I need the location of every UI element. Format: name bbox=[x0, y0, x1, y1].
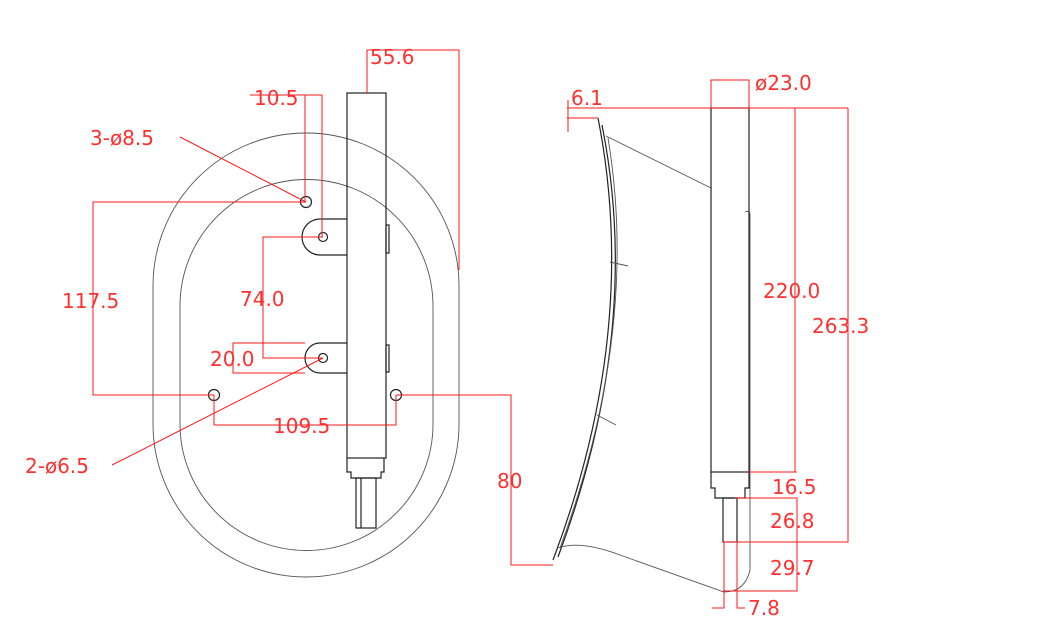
inner-shell-outline bbox=[179, 179, 434, 551]
leader-3-holes bbox=[179, 136, 307, 203]
dim-line-7-8 bbox=[712, 542, 745, 609]
dim-117-5: 117.5 bbox=[62, 289, 119, 313]
side-cable-stem bbox=[722, 497, 738, 543]
horn-bottom-edge bbox=[557, 210, 751, 593]
dim-line-263-3 bbox=[723, 108, 849, 543]
bar-clip-upper bbox=[385, 224, 390, 254]
dim-20-0: 20.0 bbox=[210, 347, 255, 371]
horn-outer-curve bbox=[552, 117, 613, 561]
side-dimensions: ø23.0 6.1 220.0 263.3 16.5 26.8 29.7 7.8 bbox=[567, 71, 869, 620]
label-2-holes: 2-ø6.5 bbox=[25, 454, 89, 478]
dim-80: 80 bbox=[497, 469, 522, 493]
leader-2-holes bbox=[111, 357, 324, 466]
horn-inner-curve bbox=[559, 137, 618, 549]
dim-line-10-5 bbox=[250, 94, 323, 237]
dim-16-5: 16.5 bbox=[772, 475, 817, 499]
dim-line-23-0 bbox=[710, 79, 750, 108]
dim-263-3: 263.3 bbox=[812, 314, 869, 338]
dim-55-6: 55.6 bbox=[370, 45, 415, 69]
dim-74-0: 74.0 bbox=[240, 287, 285, 311]
dim-23-0: ø23.0 bbox=[755, 71, 812, 95]
outer-shell-outline bbox=[152, 132, 460, 578]
dim-26-8: 26.8 bbox=[770, 509, 815, 533]
dim-line-74-0 bbox=[262, 236, 323, 359]
dim-6-1: 6.1 bbox=[571, 86, 603, 110]
dim-29-7: 29.7 bbox=[770, 556, 815, 580]
mount-bar bbox=[346, 92, 387, 459]
horn-top-edge bbox=[605, 135, 712, 189]
dim-line-26-8-29-7 bbox=[723, 497, 798, 592]
dim-line-117-5 bbox=[92, 201, 306, 396]
horn-ribs bbox=[596, 261, 629, 426]
side-view bbox=[552, 107, 751, 593]
cable-stem bbox=[355, 477, 377, 529]
dim-line-55-6 bbox=[366, 49, 460, 270]
label-3-holes: 3-ø8.5 bbox=[90, 126, 154, 150]
bar-clip-lower bbox=[385, 344, 390, 373]
dim-line-20-0 bbox=[232, 342, 305, 374]
dim-7-8: 7.8 bbox=[748, 596, 780, 620]
dim-109-5: 109.5 bbox=[273, 414, 330, 438]
bar-end-cap bbox=[346, 458, 385, 479]
dim-line-80 bbox=[396, 394, 553, 566]
horn-outer-curve-2 bbox=[557, 124, 616, 558]
dim-line-6-1 bbox=[567, 100, 848, 132]
dim-220-0: 220.0 bbox=[763, 279, 820, 303]
side-bar-end bbox=[710, 472, 750, 499]
dim-line-220-0 bbox=[749, 108, 797, 473]
dim-line-109-5 bbox=[213, 395, 397, 426]
front-view bbox=[152, 92, 460, 578]
front-dimensions: 55.6 10.5 3-ø8.5 117.5 74.0 20.0 2-ø6.5 … bbox=[25, 45, 553, 566]
side-mount-bar bbox=[710, 107, 750, 473]
dim-10-5: 10.5 bbox=[254, 86, 299, 110]
